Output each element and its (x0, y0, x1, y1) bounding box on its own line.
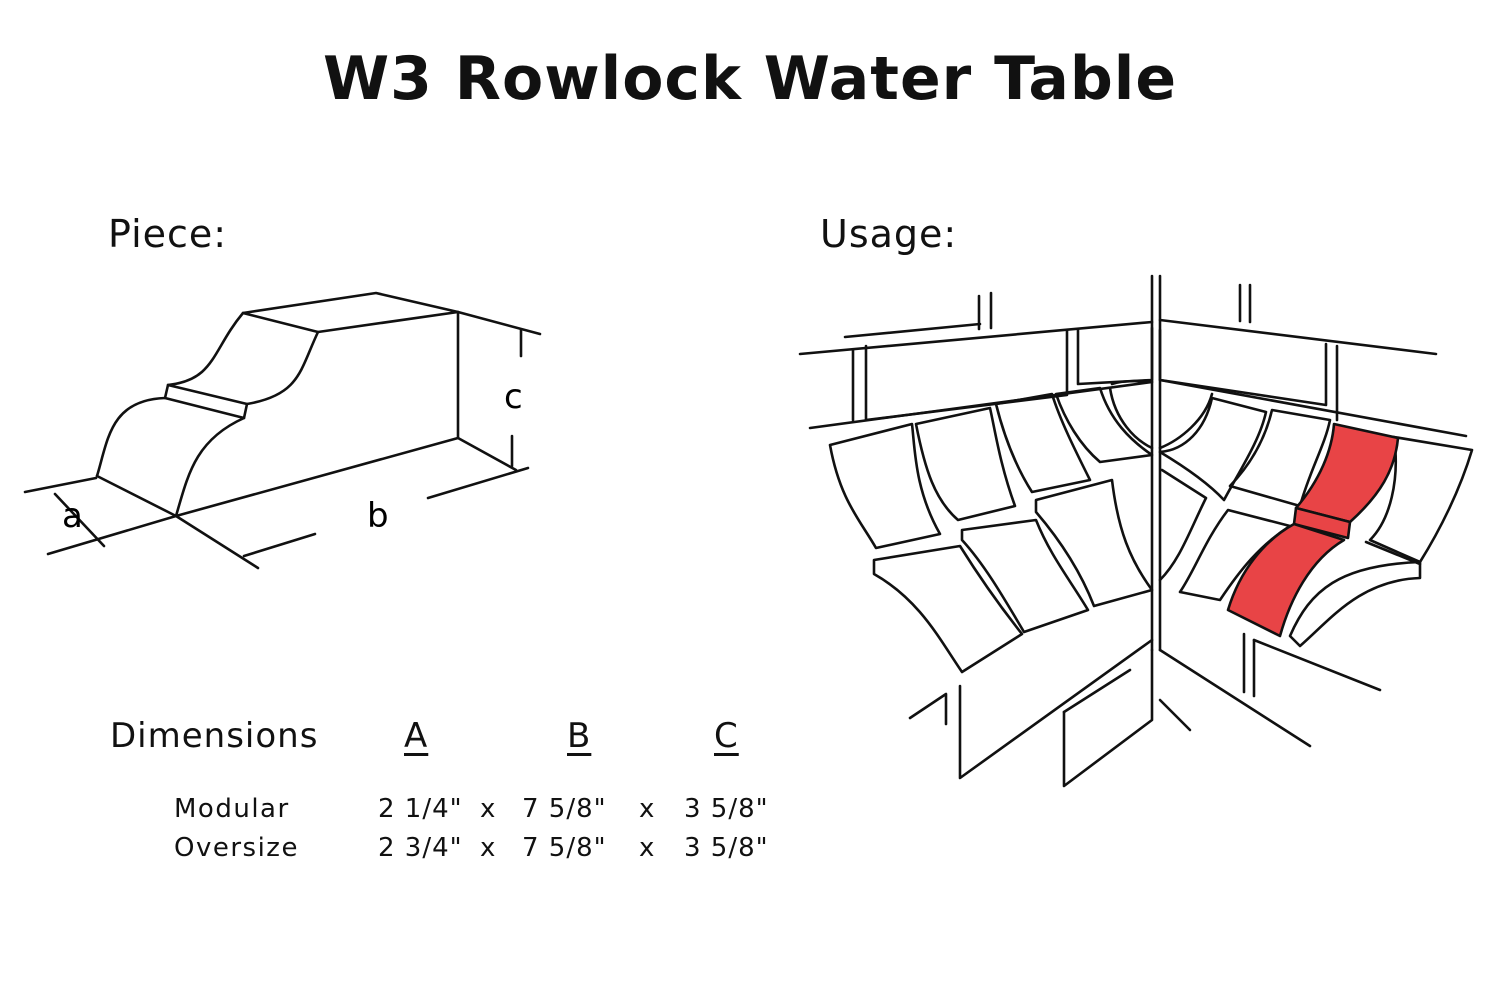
column-header-a: A (404, 716, 429, 756)
separator: x (639, 833, 656, 863)
cell-modular-c: 3 5/8" (684, 794, 769, 824)
separator: x (480, 794, 497, 824)
dimension-c-label: c (504, 377, 523, 417)
cell-oversize-b: 7 5/8" (522, 833, 607, 863)
cell-oversize-c: 3 5/8" (684, 833, 769, 863)
separator: x (480, 833, 497, 863)
cell-modular-a: 2 1/4" (378, 794, 463, 824)
column-header-b: B (567, 716, 592, 756)
dimension-b-label: b (367, 496, 389, 536)
dimension-a-label: a (62, 496, 83, 536)
piece-heading: Piece: (108, 212, 228, 256)
usage-heading: Usage: (820, 212, 958, 256)
page-title: W3 Rowlock Water Table (322, 44, 1178, 114)
column-header-c: C (714, 716, 739, 756)
row-label-modular: Modular (174, 794, 290, 824)
dimensions-heading: Dimensions (110, 716, 319, 756)
row-label-oversize: Oversize (174, 833, 299, 863)
cell-modular-b: 7 5/8" (522, 794, 607, 824)
cell-oversize-a: 2 3/4" (378, 833, 463, 863)
separator: x (639, 794, 656, 824)
rowlock-piece-drawing: a b c (23, 291, 542, 570)
